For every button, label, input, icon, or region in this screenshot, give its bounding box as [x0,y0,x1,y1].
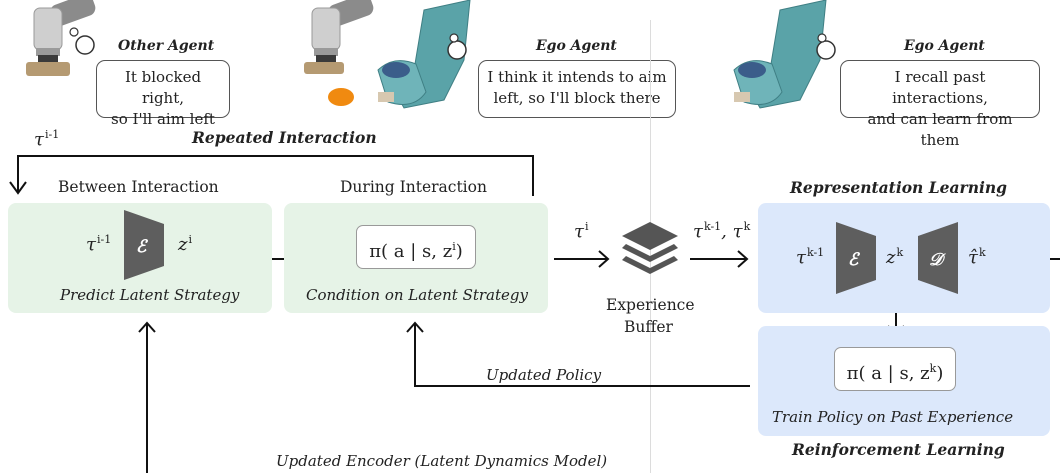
buffer-output-tau: τk-1, τk [693,220,751,242]
ego-agent-label-1: Ego Agent [536,38,617,54]
rep-tau-hat: τ̂k [968,246,986,268]
train-policy-caption: Train Policy on Past Experience [772,408,1014,426]
robot-arm-ego-agent [377,0,471,109]
robot-arm-ego-agent-right [733,0,836,109]
ego-agent-label-2: Ego Agent [904,38,985,54]
updated-policy-label: Updated Policy [486,366,602,384]
decoder-icon: 𝒟 [918,222,958,294]
other-agent-label: Other Agent [118,38,215,54]
reinforcement-learning-title: Reinforcement Learning [792,440,1005,459]
between-tau: τi-1 [86,233,112,255]
puck-icon [328,88,354,106]
buffer-input-tau: τi [574,220,589,242]
buffer-label-1: Experience [606,296,695,314]
representation-learning-box [758,203,1050,313]
updated-encoder-label: Updated Encoder (Latent Dynamics Model) [276,452,608,470]
robot-arm-other-agent [26,0,96,76]
rep-tau: τk-1 [796,246,825,268]
repeated-interaction-title: Repeated Interaction [192,128,377,147]
encoder-icon-rep: ℰ [836,222,876,294]
ego-agent-speech-2: I recall past interactions, and can lear… [840,60,1040,149]
svg-text:ℰ: ℰ [136,237,149,257]
during-interaction-header: During Interaction [340,178,487,196]
svg-text:𝒟: 𝒟 [929,250,946,270]
condition-latent-strategy-caption: Condition on Latent Strategy [306,286,528,304]
svg-text:ℰ: ℰ [848,250,861,270]
layers-icon [622,222,678,274]
other-agent-speech: It blocked right, so I'll aim left [96,60,230,128]
rep-z: zk [886,246,904,268]
predict-latent-strategy-caption: Predict Latent Strategy [60,286,240,304]
between-interaction-header: Between Interaction [58,178,219,196]
representation-learning-title: Representation Learning [790,178,1007,197]
encoder-icon-between: ℰ [124,210,164,280]
robot-arm-other-agent-mid [304,0,374,74]
policy-rl: π( a | s, zk) [834,347,956,391]
tau-prev-label: τi-1 [34,128,60,150]
between-z: zi [178,233,193,255]
policy-during: π( a | s, zi) [356,225,476,269]
buffer-label-2: Buffer [624,318,673,336]
